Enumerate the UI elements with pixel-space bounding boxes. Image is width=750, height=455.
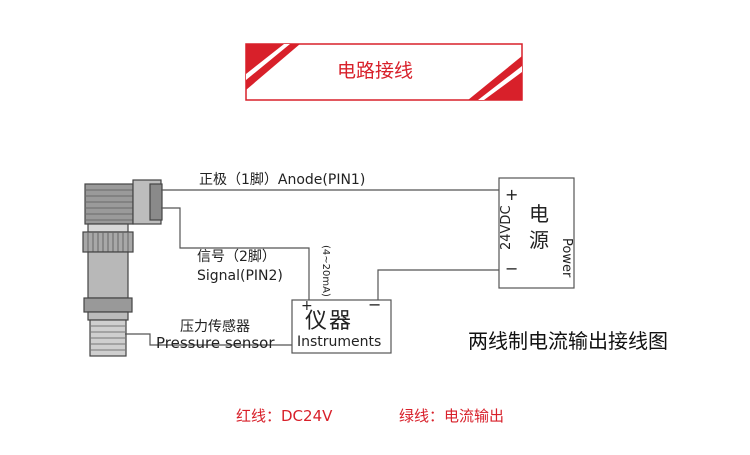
instrument-minus-terminal: − bbox=[368, 295, 382, 314]
power-label-en: Power bbox=[559, 238, 574, 278]
pressure-sensor-icon bbox=[82, 179, 163, 357]
diagram-caption: 两线制电流输出接线图 bbox=[468, 329, 668, 353]
power-label-cn-1: 电 bbox=[529, 202, 549, 226]
sensor-label-leader bbox=[125, 333, 292, 346]
instrument-plus-terminal: + bbox=[301, 298, 313, 314]
current-range-label: (4~20mA) bbox=[320, 245, 331, 297]
signal-wire-label-cn: 信号（2脚） bbox=[197, 249, 276, 265]
return-wire bbox=[377, 269, 499, 300]
power-minus-terminal: − bbox=[505, 259, 519, 278]
power-plus-terminal: + bbox=[505, 185, 519, 204]
power-label-cn-2: 源 bbox=[529, 228, 549, 252]
wires bbox=[125, 189, 499, 346]
signal-wire bbox=[161, 207, 310, 300]
page-title: 电路接线 bbox=[336, 60, 413, 82]
power-supply-box bbox=[498, 177, 575, 289]
legend-green-wire: 绿线：电流输出 bbox=[399, 407, 505, 425]
instrument-label-cn: 仪器 bbox=[305, 309, 354, 334]
power-voltage-label: 24VDC bbox=[499, 205, 514, 250]
sensor-label-cn: 压力传感器 bbox=[180, 319, 250, 335]
signal-wire-label-en: Signal(PIN2) bbox=[197, 268, 283, 284]
sensor-label-en: Pressure sensor bbox=[156, 334, 275, 352]
instrument-label-en: Instruments bbox=[297, 334, 382, 350]
instrument-box bbox=[291, 299, 392, 354]
legend-red-wire: 红线：DC24V bbox=[236, 407, 333, 425]
title-frame bbox=[245, 43, 523, 101]
anode-wire-label: 正极（1脚）Anode(PIN1) bbox=[199, 172, 366, 188]
